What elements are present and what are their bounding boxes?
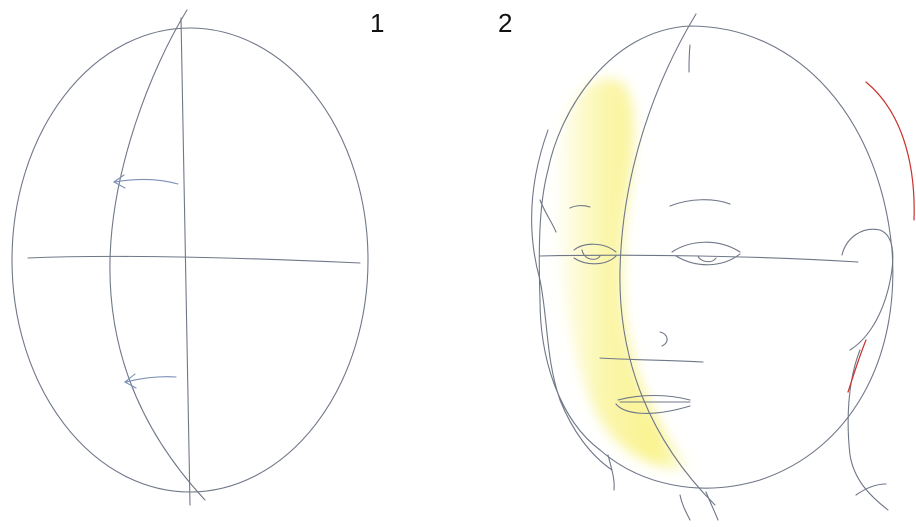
rotation-arrow-upper xyxy=(114,175,178,188)
head-oval xyxy=(12,28,368,492)
nose xyxy=(660,332,667,346)
right-eyebrow xyxy=(670,200,730,206)
ear xyxy=(842,229,893,350)
figure-2 xyxy=(532,14,915,520)
neck-line-left xyxy=(680,495,690,520)
left-contour-detail xyxy=(540,200,556,232)
rotation-arrow-lower xyxy=(125,374,176,388)
back-head-accent-bottom xyxy=(848,340,866,392)
curved-centerline xyxy=(110,10,205,500)
step-number-1: 1 xyxy=(370,10,384,36)
back-head-accent-top xyxy=(866,82,914,220)
vertical-centerline xyxy=(181,18,190,505)
horizontal-guideline xyxy=(28,256,360,263)
figure-1 xyxy=(12,10,368,505)
neck-detail xyxy=(856,484,886,495)
right-eye xyxy=(672,242,740,265)
step-number-2: 2 xyxy=(498,10,512,36)
centerline-tick xyxy=(689,45,690,72)
neck-line-right xyxy=(706,492,718,520)
